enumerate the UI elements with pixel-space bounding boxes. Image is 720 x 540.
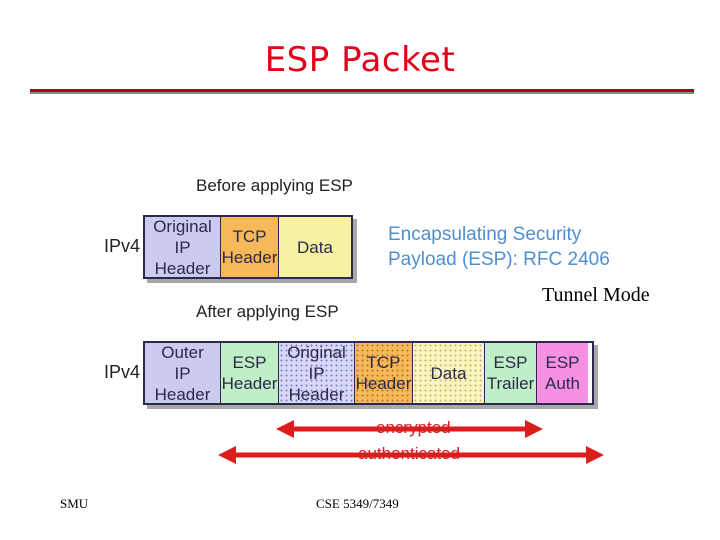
after-applying-label: After applying ESP [196,302,339,321]
cell-line: Trailer [486,374,535,393]
cell-line: ESP [545,353,580,372]
before-data: Data [279,217,351,277]
cell-line: IP Header [154,363,211,404]
footer-left: SMU [60,496,89,511]
before-original-ip-header: Original IP Header [145,216,221,278]
tunnel-mode-label: Tunnel Mode [542,284,650,306]
ipv4-label-after: IPv4 [104,362,141,382]
encrypted-label: encrypted [376,418,451,437]
cell-line: IP Header [154,237,211,278]
cell-line: IP Header [288,363,345,404]
authenticated-arrow [218,446,604,464]
title-underline [30,89,694,92]
after-packet: Outer IP Header ESP Header Original IP H… [143,341,594,405]
cell-line: TCP [366,353,401,372]
cell-line: Original [153,216,212,236]
after-esp-header: ESP Header [221,343,279,403]
authenticated-label: authenticated [358,444,461,463]
cell-line: Header [355,374,412,393]
cell-line: ESP [493,353,528,372]
encrypted-arrow [276,420,543,438]
cell-line: ESP [232,353,267,372]
after-esp-trailer: ESP Trailer [485,343,537,403]
before-tcp-header: TCP Header [221,217,279,277]
cell-line: Data [297,237,333,257]
before-applying-label: Before applying ESP [196,176,353,195]
esp-title-line1: Encapsulating Security [388,224,582,245]
cell-line: Data [430,363,467,383]
cell-line: TCP [232,227,267,246]
cell-line: Header [221,248,278,267]
page-title: ESP Packet [264,40,456,80]
after-outer-ip-header: Outer IP Header [145,342,221,404]
cell-line: Header [221,374,278,393]
after-data: Data [413,343,485,403]
esp-title-line2: Payload (ESP): RFC 2406 [388,249,610,270]
cell-line: Original [287,342,346,362]
after-esp-auth: ESP Auth [537,343,588,403]
after-original-ip-header: Original IP Header [279,342,355,404]
after-tcp-header: TCP Header [355,343,413,403]
before-packet: Original IP Header TCP Header Data [143,215,353,279]
cell-line: Auth [545,374,580,393]
ipv4-label-before: IPv4 [104,236,141,256]
cell-line: Outer [161,342,204,362]
footer-center: CSE 5349/7349 [316,496,399,511]
